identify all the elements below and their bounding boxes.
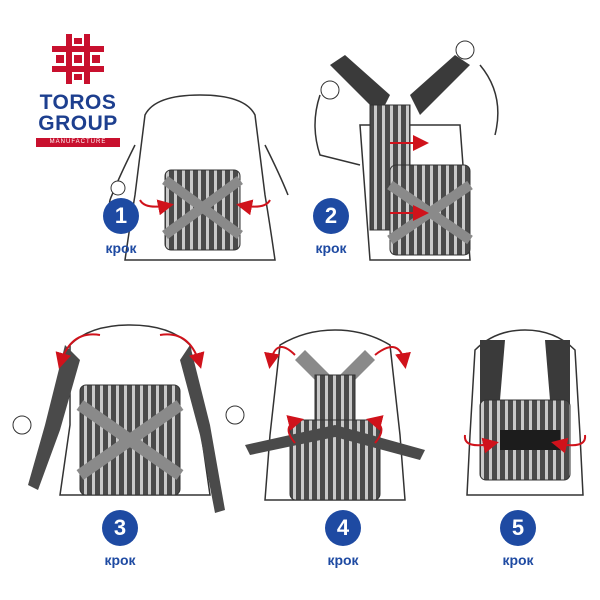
logo-tagline: MANUFACTURE (36, 138, 120, 147)
step-3-badge: 3 (102, 510, 138, 546)
toros-group-logo: TOROS GROUP MANUFACTURE (30, 34, 126, 147)
step-2-illustration (300, 35, 510, 270)
step-4-badge: 4 (325, 510, 361, 546)
step-3-label: крок (104, 552, 136, 568)
step-4-label: крок (327, 552, 359, 568)
step-5-label: крок (502, 552, 534, 568)
step-4-illustration (235, 325, 435, 505)
logo-hash-icon (52, 34, 104, 84)
logo-name-line2: GROUP (38, 112, 118, 135)
step-2-label: крок (315, 240, 347, 256)
step-2-badge: 2 (313, 198, 349, 234)
step-5-badge: 5 (500, 510, 536, 546)
step-1-label: крок (105, 240, 137, 256)
step-3-illustration (10, 315, 250, 515)
step-1-badge: 1 (103, 198, 139, 234)
logo-name-line1: TOROS (39, 91, 117, 114)
step-5-illustration (455, 325, 595, 500)
step-1-illustration (100, 85, 300, 270)
